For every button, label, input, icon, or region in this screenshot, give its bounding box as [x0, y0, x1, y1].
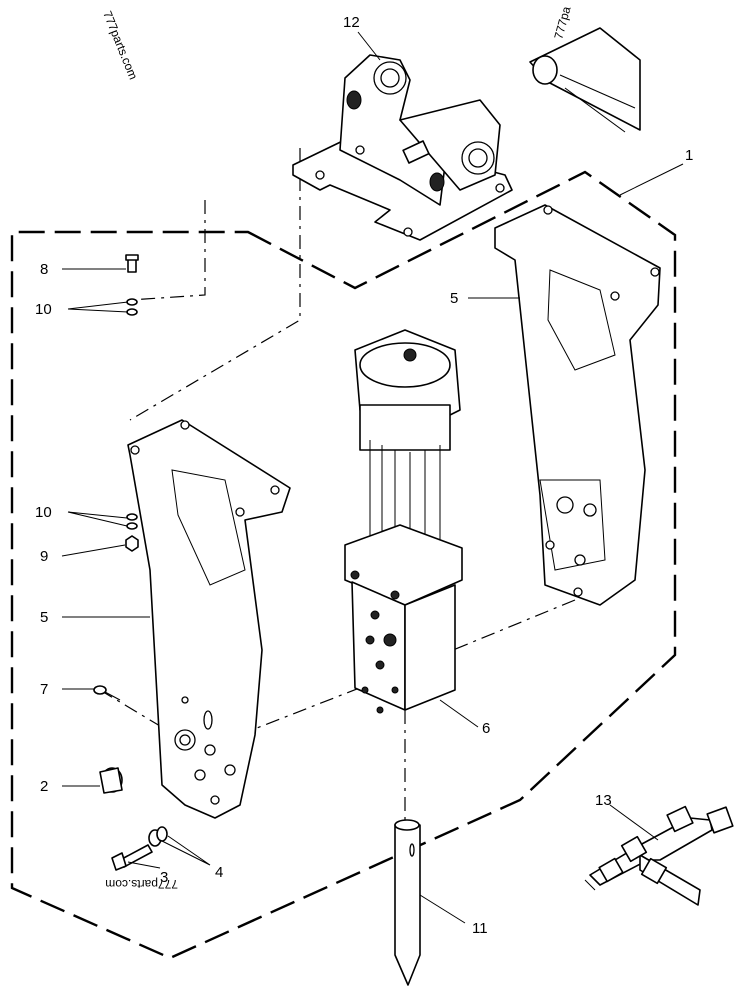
- bolt-3: [111, 844, 153, 871]
- callout-13: 13: [595, 792, 612, 809]
- excavator-arm: [529, 27, 641, 133]
- cap-2: [99, 767, 123, 794]
- hose-fittings: [584, 805, 734, 906]
- bolt-8: [125, 254, 139, 273]
- chisel-tool: [394, 819, 421, 986]
- nut-9: [125, 535, 139, 552]
- leader-12: [357, 31, 381, 61]
- washers-10-top: [126, 298, 138, 316]
- callout-6: 6: [482, 720, 490, 737]
- callout-10-middle: 10: [35, 504, 52, 521]
- leader-3: [127, 861, 161, 869]
- leader-13: [609, 804, 659, 841]
- leader-10-top: [67, 301, 129, 313]
- leader-4: [159, 835, 211, 866]
- assembly-boundary: [10, 170, 677, 960]
- callout-3: 3: [160, 869, 168, 886]
- watermark-bottom: 777parts.com: [105, 877, 178, 891]
- callout-11: 11: [472, 920, 488, 937]
- leader-10-mid: [67, 511, 128, 527]
- callout-5-right: 5: [450, 290, 458, 307]
- leader-1: [619, 163, 684, 196]
- callout-4: 4: [215, 864, 223, 881]
- leader-6: [439, 699, 479, 728]
- callout-10-top: 10: [35, 301, 52, 318]
- callout-2: 2: [40, 778, 48, 795]
- callout-8: 8: [40, 261, 48, 278]
- mounting-bracket: [292, 54, 513, 241]
- mount-alignment-line: [129, 148, 301, 421]
- washers-10-middle: [126, 513, 138, 530]
- callout-5-left: 5: [40, 609, 48, 626]
- watermark-top-right: 777pa: [551, 5, 573, 41]
- mount-alignment-line-2: [129, 200, 206, 301]
- callout-1: 1: [685, 147, 693, 164]
- side-plate-left: [127, 419, 291, 819]
- leader-9: [61, 544, 126, 557]
- washers-4: [148, 826, 168, 847]
- watermark-top-left: 777parts.com: [100, 9, 140, 82]
- leader-11: [419, 894, 466, 924]
- side-plate-right: [494, 204, 661, 606]
- callout-12: 12: [343, 14, 360, 31]
- callout-7: 7: [40, 681, 48, 698]
- breaker-body: [344, 329, 463, 714]
- callout-9: 9: [40, 548, 48, 565]
- pin-7: [93, 685, 121, 701]
